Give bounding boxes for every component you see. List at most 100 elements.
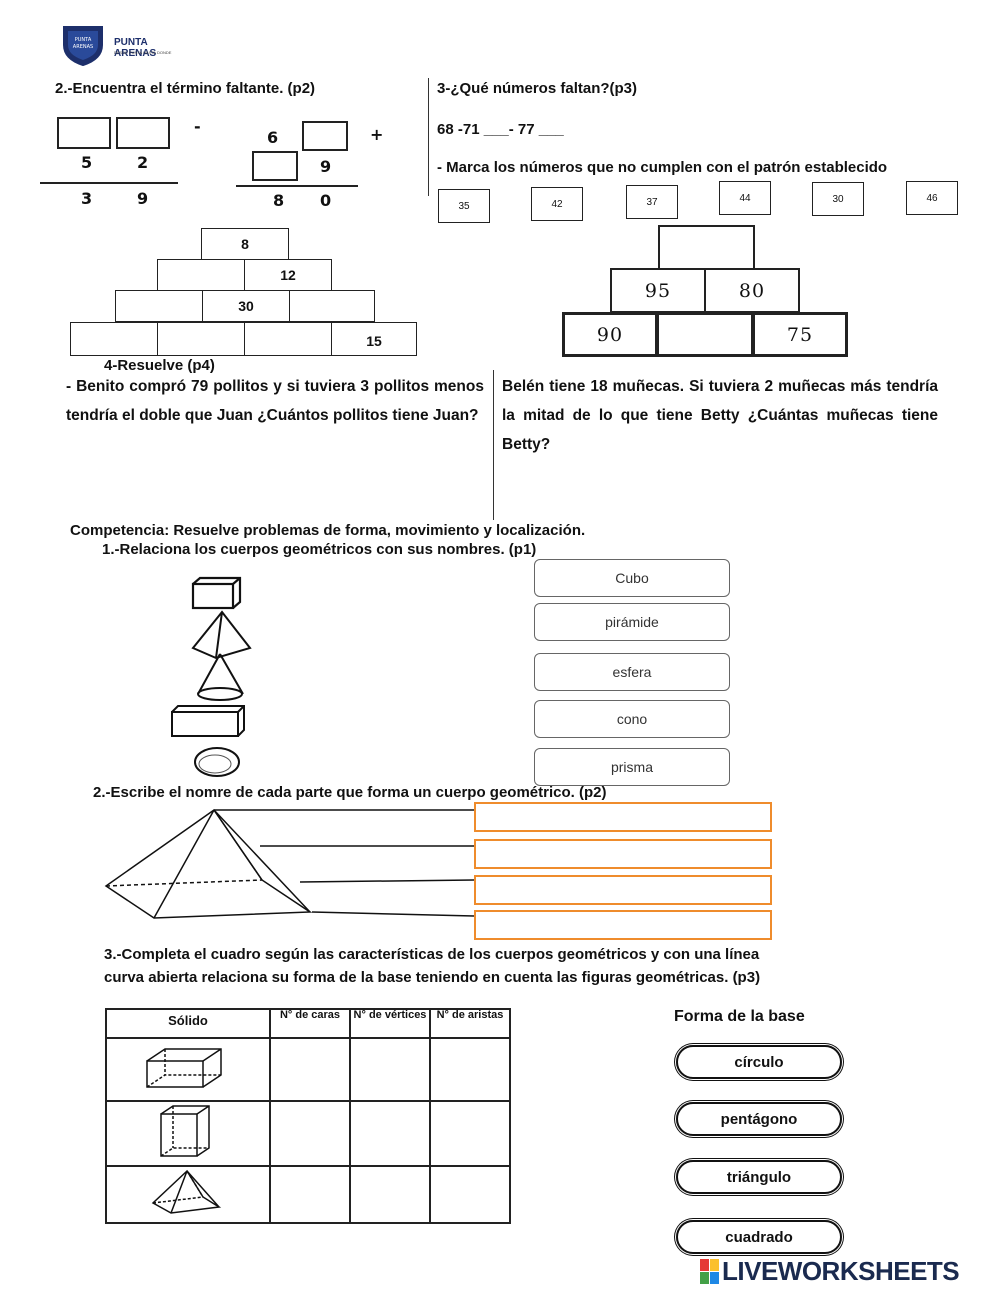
pyramid-brick[interactable] bbox=[70, 322, 158, 356]
table-header: N° de caras bbox=[269, 1008, 351, 1039]
base-shape-option[interactable]: triángulo bbox=[676, 1160, 842, 1194]
prism-icon bbox=[146, 1048, 222, 1088]
sum-line bbox=[236, 185, 358, 187]
geometric-solids bbox=[171, 576, 252, 777]
pyramid-brick[interactable]: 8 bbox=[201, 228, 289, 260]
brand-block bbox=[710, 1272, 719, 1284]
answer-field[interactable] bbox=[474, 910, 772, 940]
prism-icon bbox=[171, 705, 245, 737]
op1-digit: 2 bbox=[137, 153, 149, 172]
number-option[interactable]: 46 bbox=[906, 181, 958, 215]
problem-2: Belén tiene 18 muñecas. Si tuviera 2 muñ… bbox=[502, 378, 938, 453]
answer-cell[interactable] bbox=[269, 1037, 351, 1102]
brand-color-blocks bbox=[700, 1259, 720, 1285]
answer-box[interactable] bbox=[302, 121, 348, 151]
pyramid-brick[interactable] bbox=[658, 225, 755, 270]
answer-cell[interactable] bbox=[349, 1037, 431, 1102]
name-option[interactable]: prisma bbox=[534, 748, 730, 786]
pyramid-brick[interactable] bbox=[289, 290, 375, 322]
competencia-title: Competencia: Resuelve problemas de forma… bbox=[70, 522, 586, 539]
table-header: N° de vértices bbox=[349, 1008, 431, 1039]
answer-cell[interactable] bbox=[429, 1165, 511, 1224]
pyramid-brick[interactable]: 12 bbox=[244, 259, 332, 291]
name-option[interactable]: Cubo bbox=[534, 559, 730, 597]
brand-block bbox=[700, 1272, 709, 1284]
question-2: 2.-Escribe el nomre de cada parte que fo… bbox=[93, 784, 607, 801]
question-1: 1.-Relaciona los cuerpos geométricos con… bbox=[102, 541, 537, 558]
brand-logo: LIVEWORKSHEETS bbox=[700, 1256, 996, 1287]
number-option[interactable]: 44 bbox=[719, 181, 771, 215]
op2-result: 8 bbox=[273, 191, 285, 210]
pyramid-parts-diagram bbox=[104, 808, 475, 919]
base-shape-option[interactable]: pentágono bbox=[676, 1102, 842, 1136]
logo-tagline: DESDE PUNTA HASTA DONDE bbox=[114, 50, 172, 55]
number-option[interactable]: 30 bbox=[812, 182, 864, 216]
answer-field[interactable] bbox=[474, 802, 772, 832]
pyramid-brick[interactable] bbox=[157, 259, 245, 291]
answer-field[interactable] bbox=[474, 875, 772, 905]
school-logo: PUNTA ARENAS PUNTA ARENAS DESDE PUNTA HA… bbox=[58, 25, 188, 67]
name-option[interactable]: pirámide bbox=[534, 603, 730, 641]
pyramid-brick[interactable]: 75 bbox=[752, 312, 848, 357]
table-header: N° de aristas bbox=[429, 1008, 511, 1039]
cube-icon bbox=[160, 1105, 210, 1157]
answer-box[interactable] bbox=[252, 151, 298, 181]
divider bbox=[493, 370, 494, 520]
answer-field[interactable] bbox=[474, 839, 772, 869]
problem-1: - Benito compró 79 pollitos y si tuviera… bbox=[66, 378, 484, 424]
pyramid-icon bbox=[191, 610, 252, 660]
pyramid-brick[interactable]: 80 bbox=[704, 268, 800, 313]
section-p3-title: 3-¿Qué números faltan?(p3) bbox=[437, 80, 638, 97]
answer-cell[interactable] bbox=[269, 1165, 351, 1224]
answer-cell[interactable] bbox=[429, 1100, 511, 1167]
pyramid-brick[interactable]: 90 bbox=[562, 312, 658, 357]
section-p4-title: 4-Resuelve (p4) bbox=[104, 357, 215, 374]
op1-sign: - bbox=[194, 117, 201, 136]
logo-name: PUNTA ARENAS bbox=[114, 37, 157, 59]
brand-name: LIVEWORKSHEETS bbox=[722, 1256, 960, 1286]
sum-line bbox=[40, 182, 178, 184]
solid-cell bbox=[105, 1100, 271, 1167]
base-shape-option[interactable]: cuadrado bbox=[676, 1220, 842, 1254]
pattern-instruction: - Marca los números que no cumplen con e… bbox=[437, 159, 888, 176]
number-option[interactable]: 37 bbox=[626, 185, 678, 219]
pyramid-brick[interactable] bbox=[115, 290, 203, 322]
table-row bbox=[105, 1165, 511, 1224]
op2-digit: 9 bbox=[320, 157, 332, 176]
sequence: 68 -71 ___- 77 ___ bbox=[437, 121, 564, 138]
op1-result: 3 bbox=[81, 189, 93, 208]
question-3-line2: curva abierta relaciona su forma de la b… bbox=[104, 969, 761, 986]
answer-box[interactable] bbox=[116, 117, 170, 149]
pyramid-brick[interactable]: 15 bbox=[331, 322, 417, 356]
number-option[interactable]: 42 bbox=[531, 187, 583, 221]
number-option[interactable]: 35 bbox=[438, 189, 490, 223]
pyramid-brick[interactable] bbox=[157, 322, 245, 356]
answer-cell[interactable] bbox=[349, 1165, 431, 1224]
svg-text:ARENAS: ARENAS bbox=[73, 44, 93, 50]
op1-result: 9 bbox=[137, 189, 149, 208]
pyramid-brick[interactable] bbox=[656, 312, 754, 357]
divider bbox=[428, 78, 429, 196]
solid-cell bbox=[105, 1165, 271, 1224]
answer-cell[interactable] bbox=[429, 1037, 511, 1102]
pyramid-brick[interactable]: 95 bbox=[610, 268, 706, 313]
base-shape-option[interactable]: círculo bbox=[676, 1045, 842, 1079]
name-option[interactable]: cono bbox=[534, 700, 730, 738]
name-option[interactable]: esfera bbox=[534, 653, 730, 691]
brand-block bbox=[710, 1259, 719, 1271]
cube-icon bbox=[191, 576, 242, 610]
pyramid-brick[interactable] bbox=[244, 322, 332, 356]
answer-box[interactable] bbox=[57, 117, 111, 149]
base-shapes-title: Forma de la base bbox=[674, 1008, 805, 1025]
answer-cell[interactable] bbox=[349, 1100, 431, 1167]
cone-icon bbox=[197, 653, 244, 701]
shield-icon: PUNTA ARENAS bbox=[63, 26, 103, 67]
pyramid-brick[interactable]: 30 bbox=[202, 290, 290, 322]
sphere-icon bbox=[194, 747, 240, 777]
section-p2-title: 2.-Encuentra el término faltante. (p2) bbox=[55, 80, 316, 97]
answer-cell[interactable] bbox=[269, 1100, 351, 1167]
solids-table: Sólido N° de caras N° de vértices N° de … bbox=[105, 1008, 511, 1224]
table-row bbox=[105, 1037, 511, 1102]
table-header: Sólido bbox=[105, 1008, 271, 1039]
op2-digit: 6 bbox=[267, 128, 279, 147]
